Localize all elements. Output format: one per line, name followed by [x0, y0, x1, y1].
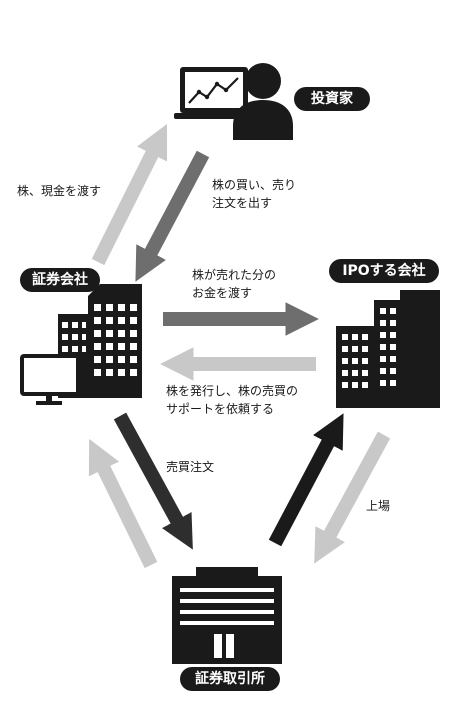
stock-exchange-building-icon — [172, 567, 282, 664]
annotation-ipo-to-securities: 株を発行し、株の売買の サポートを依頼する — [166, 384, 299, 416]
investor-icon — [174, 63, 293, 140]
ipo-company-label: IPOする会社 — [329, 259, 439, 283]
ipo-company-building-icon — [336, 290, 440, 408]
arrow-exchange-to-ipo — [268, 413, 344, 547]
annotation-ipo-to-exchange: 上場 — [366, 499, 391, 513]
annotation-securities-to-exchange: 売買注文 — [166, 460, 215, 474]
annotation-securities-to-ipo: 株が売れた分の お金を渡す — [192, 268, 277, 300]
securities-company-label: 証券会社 — [20, 268, 100, 292]
investor-label: 投資家 — [294, 87, 370, 111]
stock-exchange-label: 証券取引所 — [180, 667, 280, 691]
annotation-securities-to-investor: 株、現金を渡す — [17, 184, 102, 198]
arrow-investor-to-securities — [135, 150, 210, 282]
annotation-investor-to-securities: 株の買い、売り 注文を出す — [212, 178, 297, 210]
arrow-exchange-to-securities — [88, 438, 158, 569]
arrow-securities-to-investor — [91, 123, 168, 266]
arrow-securities-to-exchange — [113, 412, 193, 550]
arrow-ipo-to-exchange — [314, 431, 391, 564]
computer-monitor-icon — [20, 354, 80, 405]
